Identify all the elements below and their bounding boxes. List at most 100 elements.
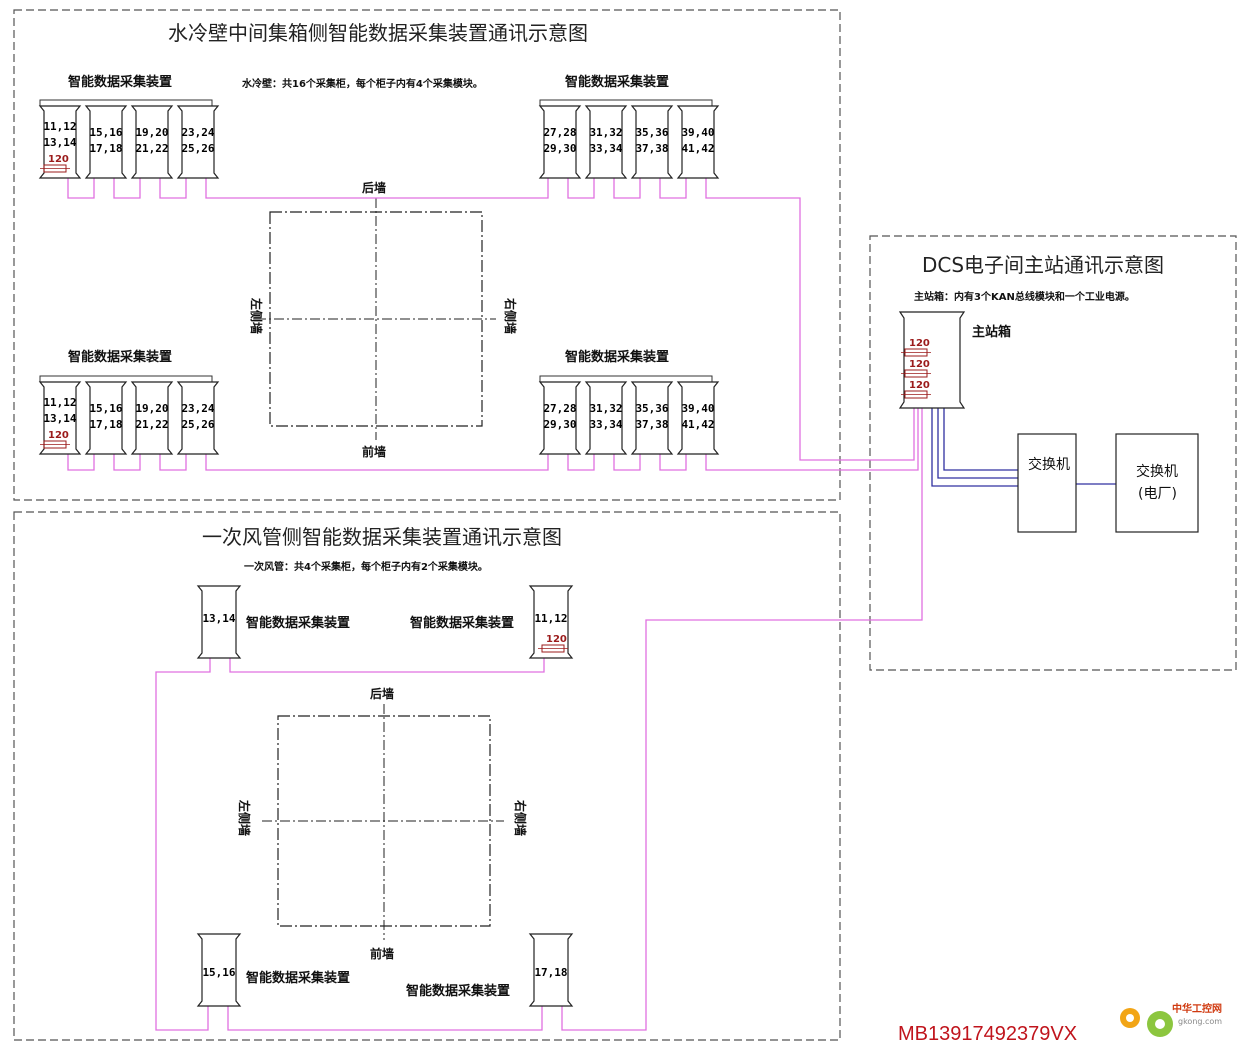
device-label-d: 智能数据采集装置 xyxy=(406,983,510,999)
cabinet: 19,20 21,22 xyxy=(130,105,174,179)
bus-wiring xyxy=(67,178,923,1031)
cabinet-module-label: 41,42 xyxy=(681,418,714,431)
cabinet-module-label: 31,32 xyxy=(589,402,622,415)
top-cabinets: 11,1213,1412015,1617,1819,2021,2223,2425… xyxy=(38,105,720,455)
group-label-bottom-right: 智能数据采集装置 xyxy=(565,349,669,365)
plant-switch-label: 交换机 xyxy=(1136,463,1178,480)
cabinet-module-label: 15,16 xyxy=(89,402,122,415)
cabinet-module-label: 21,22 xyxy=(135,418,168,431)
cabinet: 19,20 21,22 xyxy=(130,381,174,455)
cabinet-module-label: 35,36 xyxy=(635,402,668,415)
cabinet-module-label: 17,18 xyxy=(89,142,122,155)
cabinet-module-label: 39,40 xyxy=(681,126,714,139)
cabinet-module-label: 11,12 xyxy=(43,120,76,133)
cabinet: 15,16 17,18 xyxy=(84,105,128,179)
master-terminal-resistor: 120 xyxy=(909,338,930,349)
watermark-text: MB13917492379VX xyxy=(898,1023,1077,1045)
top-furnace xyxy=(256,198,496,440)
bottom-wall-left: 左侧墙 xyxy=(237,799,252,836)
cabinet-module-label: 27,28 xyxy=(543,126,576,139)
cabinet: 31,32 33,34 xyxy=(584,105,628,179)
device-label-b: 智能数据采集装置 xyxy=(410,615,514,631)
logo-name: 中华工控网 xyxy=(1172,1002,1222,1015)
bottom-wall-front: 前墙 xyxy=(370,946,394,961)
cabinet: 31,32 33,34 xyxy=(584,381,628,455)
cabinet: 35,36 37,38 xyxy=(630,381,674,455)
cabinet-module-label: 17,18 xyxy=(89,418,122,431)
bottom-wall-back: 后墙 xyxy=(370,686,394,701)
top-panel-title: 水冷壁中间集箱侧智能数据采集装置通讯示意图 xyxy=(168,21,588,45)
device-label-c: 智能数据采集装置 xyxy=(246,970,350,986)
master-station-box xyxy=(898,311,966,409)
cabinet-module-label: 35,36 xyxy=(635,126,668,139)
cabinet-module-label: 31,32 xyxy=(589,126,622,139)
cabinet-module-label: 23,24 xyxy=(181,126,214,139)
cabinet-module-label: 21,22 xyxy=(135,142,168,155)
cabinet: 17,18 xyxy=(528,933,574,1007)
cabinet: 15,16 xyxy=(196,933,242,1007)
cabinet-module-label: 13,14 xyxy=(202,612,235,625)
cabinet-module-label: 23,24 xyxy=(181,402,214,415)
cabinet: 35,36 37,38 xyxy=(630,105,674,179)
cabinet-module-label: 13,14 xyxy=(43,136,76,149)
panel-frame-dcs xyxy=(869,235,1237,671)
cabinet-module-label: 33,34 xyxy=(589,142,622,155)
plant-switch-sublabel: (电厂) xyxy=(1138,486,1177,502)
bottom-furnace xyxy=(262,704,504,940)
cabinet-module-label: 29,30 xyxy=(543,418,576,431)
cabinet-module-label: 29,30 xyxy=(543,142,576,155)
cabinet: 15,16 17,18 xyxy=(84,381,128,455)
cabinet-module-label: 17,18 xyxy=(534,966,567,979)
plant-switch-box xyxy=(1115,433,1199,533)
cabinet-module-label: 15,16 xyxy=(202,966,235,979)
network-wiring xyxy=(931,406,1116,487)
group-label-top-right: 智能数据采集装置 xyxy=(565,74,669,90)
cabinet-module-label: 11,12 xyxy=(534,612,567,625)
master-resistors: 120 120 120 xyxy=(901,338,931,399)
device-label-a: 智能数据采集装置 xyxy=(246,615,350,631)
group-label-bottom-left: 智能数据采集装置 xyxy=(68,349,172,365)
cabinet-module-label: 25,26 xyxy=(181,418,214,431)
logo-domain: gkong.com xyxy=(1178,1017,1222,1026)
dcs-panel-note: 主站箱：内有3个KAN总线模块和一个工业电源。 xyxy=(914,290,1135,303)
cabinet: 27,28 29,30 xyxy=(538,381,582,455)
cabinet-module-label: 19,20 xyxy=(135,126,168,139)
cabinet: 23,24 25,26 xyxy=(176,381,220,455)
cabinet-module-label: 41,42 xyxy=(681,142,714,155)
cabinet: 13,14 xyxy=(196,585,242,659)
master-station-label: 主站箱 xyxy=(972,324,1011,340)
master-terminal-resistor: 120 xyxy=(909,380,930,391)
cabinet-module-label: 15,16 xyxy=(89,126,122,139)
terminal-resistor: 120 xyxy=(48,430,69,441)
master-terminal-resistor: 120 xyxy=(909,359,930,370)
cabinet: 39,40 41,42 xyxy=(676,105,720,179)
cabinet: 39,40 41,42 xyxy=(676,381,720,455)
top-panel-note: 水冷壁：共16个采集柜，每个柜子内有4个采集模块。 xyxy=(241,77,483,90)
gear-icon xyxy=(1120,1008,1173,1037)
cabinet-module-label: 37,38 xyxy=(635,418,668,431)
bottom-panel-note: 一次风管：共4个采集柜，每个柜子内有2个采集模块。 xyxy=(244,560,488,573)
cabinet-module-label: 11,12 xyxy=(43,396,76,409)
bottom-panel-title: 一次风管侧智能数据采集装置通讯示意图 xyxy=(202,525,562,549)
panel-frame-top xyxy=(13,9,841,501)
cabinet-module-label: 39,40 xyxy=(681,402,714,415)
top-wall-left: 左侧墙 xyxy=(249,297,264,334)
cabinet: 27,28 29,30 xyxy=(538,105,582,179)
cabinet-module-label: 37,38 xyxy=(635,142,668,155)
group-label-top-left: 智能数据采集装置 xyxy=(68,74,172,90)
cabinet-module-label: 19,20 xyxy=(135,402,168,415)
cabinet-module-label: 33,34 xyxy=(589,418,622,431)
group-brackets xyxy=(39,99,713,382)
top-wall-front: 前墙 xyxy=(362,444,386,459)
cabinet-module-label: 27,28 xyxy=(543,402,576,415)
switch-box xyxy=(1017,433,1077,533)
panel-frame-bottom xyxy=(13,511,841,1041)
top-wall-right: 右侧墙 xyxy=(503,297,518,334)
bottom-wall-right: 右侧墙 xyxy=(513,799,528,836)
